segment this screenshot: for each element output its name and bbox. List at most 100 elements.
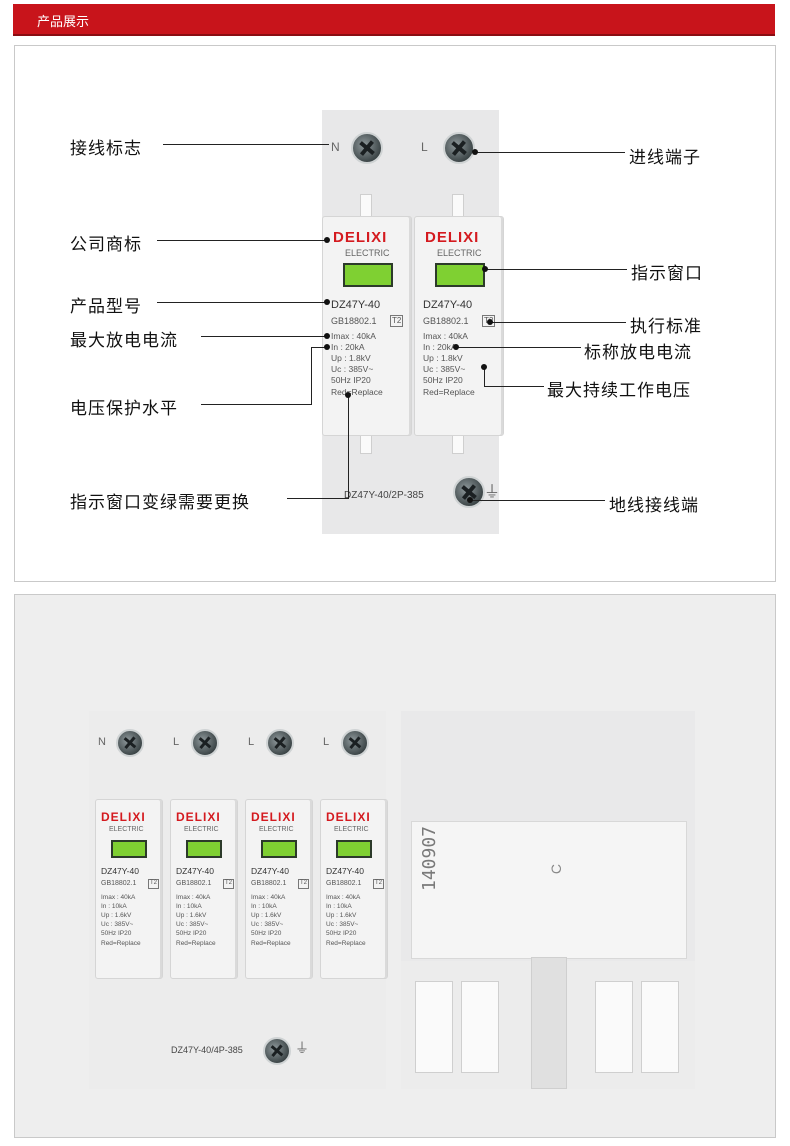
spec-replace: Red=Replace: [331, 387, 383, 397]
leader-line: [201, 336, 327, 337]
leader-dot: [481, 364, 487, 370]
spec-replace: Red=Replace: [326, 940, 366, 947]
spec-uc: Uc : 385V~: [176, 921, 209, 928]
brand-sub: ELECTRIC: [345, 248, 390, 258]
model-text: DZ47Y-40: [331, 299, 381, 311]
brand-sub: ELECTRIC: [437, 248, 482, 258]
class-badge: T2: [223, 879, 235, 889]
callout-nominal-discharge: 标称放电电流: [584, 343, 692, 363]
slot: [360, 194, 372, 218]
terminal-screw: [266, 729, 294, 757]
standard-text: GB18802.1: [101, 880, 137, 887]
indicator-window: [261, 840, 297, 858]
spec-up: Up : 1.6kV: [326, 912, 357, 919]
spec-replace: Red=Replace: [176, 940, 216, 947]
callout-voltage-protection: 电压保护水平: [70, 399, 178, 419]
section-header: 产品展示: [13, 4, 775, 36]
model-text: DZ47Y-40: [251, 866, 289, 876]
leader-dot: [482, 266, 488, 272]
terminal-screw: [191, 729, 219, 757]
callout-ground-terminal: 地线接线端: [609, 496, 699, 516]
spec-imax: Imax : 40kA: [251, 894, 286, 901]
leader-dot: [453, 344, 459, 350]
model-text: DZ47Y-40: [176, 866, 214, 876]
leader-dot: [345, 392, 351, 398]
standard-text: GB18802.1: [331, 316, 377, 326]
ground-screw: [263, 1037, 291, 1065]
callout-input-terminal: 进线端子: [629, 148, 701, 168]
model-text: DZ47Y-40: [326, 866, 364, 876]
spd-module-1: DELIXI ELECTRIC DZ47Y-40 GB18802.1 T2 Im…: [95, 799, 163, 979]
brand-logo: DELIXI: [425, 229, 480, 246]
spec-imax: Imax : 40kA: [331, 331, 376, 341]
spec-in: In : 20kA: [423, 342, 457, 352]
leader-line: [457, 347, 581, 348]
indicator-window: [343, 263, 393, 287]
spec-uc: Uc : 385V~: [423, 364, 466, 374]
pole-label-l: L: [323, 736, 330, 748]
callout-max-voltage: 最大持续工作电压: [547, 381, 691, 401]
leader-line: [201, 404, 312, 405]
spd-module-l: DELIXI ELECTRIC DZ47Y-40 GB18802.1 T2 Im…: [414, 216, 504, 436]
standard-text: GB18802.1: [176, 880, 212, 887]
indicator-window: [111, 840, 147, 858]
brand-logo: DELIXI: [101, 810, 146, 824]
terminal-screw-l: [443, 132, 475, 164]
slot: [415, 981, 453, 1073]
leader-dot: [324, 333, 330, 339]
brand-logo: DELIXI: [176, 810, 221, 824]
slot: [452, 194, 464, 218]
spec-in: In : 10kA: [176, 903, 202, 910]
spec-in: In : 10kA: [251, 903, 277, 910]
spec-freq: 50Hz IP20: [251, 930, 282, 937]
brand-sub: ELECTRIC: [109, 826, 144, 833]
spd-module-n: DELIXI ELECTRIC DZ47Y-40 GB18802.1 T2 Im…: [322, 216, 412, 436]
indicator-window: [336, 840, 372, 858]
spec-in: In : 10kA: [326, 903, 352, 910]
brand-sub: ELECTRIC: [259, 826, 294, 833]
section-title: 产品展示: [37, 15, 90, 30]
class-badge: T2: [390, 315, 404, 327]
callout-indicator-window: 指示窗口: [631, 264, 703, 284]
spec-up: Up : 1.6kV: [101, 912, 132, 919]
leader-dot: [324, 344, 330, 350]
pole-label-l: L: [248, 736, 255, 748]
spec-imax: Imax : 40kA: [101, 894, 136, 901]
model-text: DZ47Y-40: [101, 866, 139, 876]
ground-symbol-icon: ⏚: [484, 484, 501, 501]
spec-freq: 50Hz IP20: [331, 375, 371, 385]
terminal-screw-n: [351, 132, 383, 164]
slot: [461, 981, 499, 1073]
slot: [641, 981, 679, 1073]
brand-sub: ELECTRIC: [334, 826, 369, 833]
spec-up: Up : 1.6kV: [251, 912, 282, 919]
spec-uc: Uc : 385V~: [101, 921, 134, 928]
standard-text: GB18802.1: [251, 880, 287, 887]
ground-screw: [453, 476, 485, 508]
spd-module-4: DELIXI ELECTRIC DZ47Y-40 GB18802.1 T2 Im…: [320, 799, 388, 979]
indicator-window: [435, 263, 485, 287]
leader-line: [311, 347, 327, 348]
indicator-window: [186, 840, 222, 858]
spd-back-view: 140907 C: [401, 711, 695, 1089]
back-plate: [411, 821, 687, 959]
callout-window-green: 指示窗口变绿需要更换: [70, 493, 250, 513]
din-clip-spring: [531, 957, 567, 1089]
spec-imax: Imax : 40kA: [176, 894, 211, 901]
brand-logo: DELIXI: [251, 810, 296, 824]
standard-text: GB18802.1: [423, 316, 469, 326]
spec-freq: 50Hz IP20: [101, 930, 132, 937]
spec-imax: Imax : 40kA: [326, 894, 361, 901]
brand-logo: DELIXI: [326, 810, 371, 824]
spec-imax: Imax : 40kA: [423, 331, 468, 341]
model-text: DZ47Y-40: [423, 299, 473, 311]
leader-line: [484, 368, 485, 387]
callout-company-logo: 公司商标: [70, 235, 142, 255]
spec-uc: Uc : 385V~: [251, 921, 284, 928]
callout-max-discharge: 最大放电电流: [70, 331, 178, 351]
spec-uc: Uc : 385V~: [326, 921, 359, 928]
pole-label-n: N: [331, 140, 340, 154]
leader-line: [470, 500, 605, 501]
spd-module-2: DELIXI ELECTRIC DZ47Y-40 GB18802.1 T2 Im…: [170, 799, 238, 979]
leader-line: [484, 386, 544, 387]
